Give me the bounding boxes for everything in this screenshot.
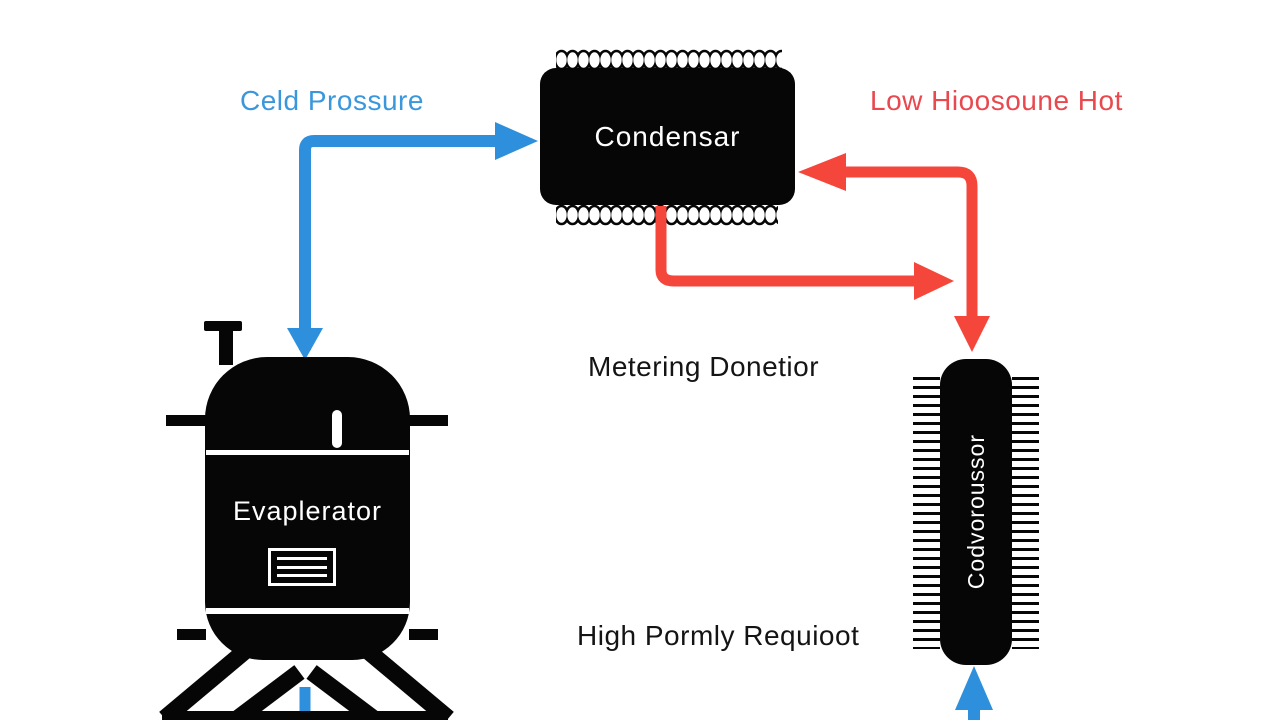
high-pressure-label: High Pormly Requioot bbox=[577, 620, 860, 651]
evaporator-grille bbox=[268, 548, 336, 586]
compressor-label: Codvoroussor bbox=[962, 434, 989, 590]
cold-line-compressor-in bbox=[955, 666, 993, 720]
condenser-label: Condensar bbox=[594, 120, 741, 152]
evaporator-pipe-cap bbox=[204, 321, 242, 331]
evaporator-label: Evaplerator bbox=[232, 496, 383, 526]
compressor-right-fins bbox=[1012, 377, 1039, 649]
evaporator-divider-bottom bbox=[206, 608, 409, 614]
cold-pressure-label: Celd Prossure bbox=[240, 85, 424, 116]
hot-line-condenser-out bbox=[655, 206, 954, 300]
evaporator-base-bar bbox=[162, 711, 448, 720]
grille-bar bbox=[277, 556, 327, 560]
evaporator-stub-left-top bbox=[166, 415, 206, 426]
evaporator-stub-right-bottom bbox=[409, 629, 438, 640]
evaporator-slot bbox=[332, 410, 342, 448]
compressor-box: Codvoroussor bbox=[940, 359, 1012, 665]
metering-device-label: Metering Donetior bbox=[588, 351, 820, 382]
condenser-box: Condensar bbox=[540, 68, 795, 205]
cold-line-arrow bbox=[287, 122, 538, 360]
compressor-left-fins bbox=[913, 377, 940, 649]
grille-bar bbox=[277, 574, 327, 578]
evaporator-stub-left-bottom bbox=[177, 629, 206, 640]
evaporator-pipe-stem bbox=[219, 327, 233, 365]
condenser-top-coil bbox=[556, 49, 782, 69]
grille-bar bbox=[277, 565, 327, 569]
low-pressure-hot-label: Low Hioosoune Hot bbox=[870, 85, 1123, 116]
evaporator-divider-top bbox=[206, 450, 409, 455]
hot-line-arrow bbox=[798, 153, 990, 352]
evaporator-stub-right-top bbox=[409, 415, 448, 426]
condenser-bottom-coil bbox=[556, 204, 778, 226]
